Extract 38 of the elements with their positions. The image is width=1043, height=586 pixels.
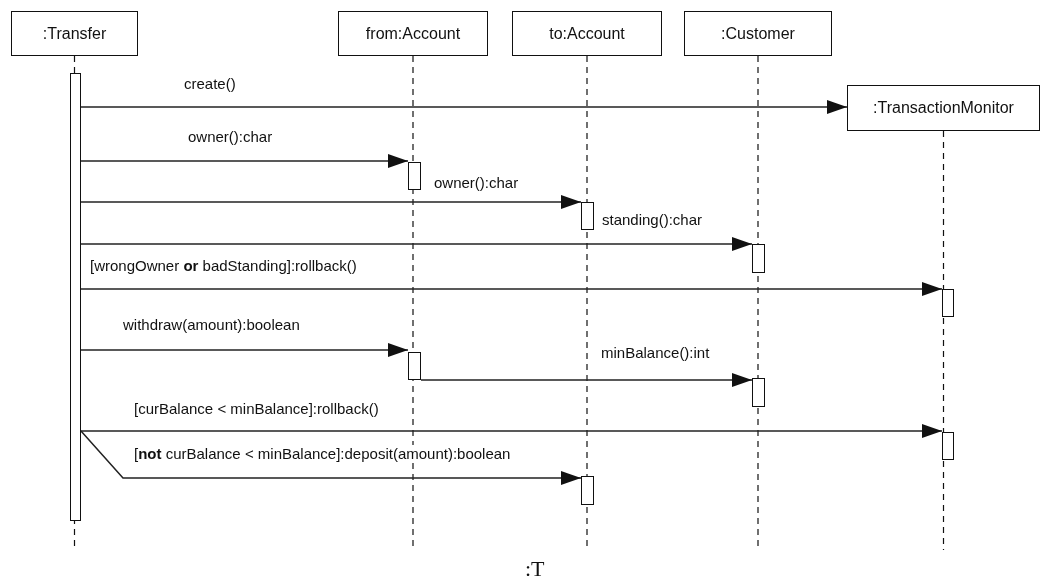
object-name: from:Account bbox=[365, 24, 461, 43]
object-name: to:Account bbox=[549, 24, 625, 43]
activation-bar bbox=[70, 73, 81, 521]
message-arrow bbox=[80, 343, 409, 357]
activation-bar bbox=[408, 162, 421, 190]
activation-bar bbox=[942, 289, 954, 317]
object-box bbox=[512, 11, 662, 56]
message-arrow bbox=[80, 195, 582, 209]
activation-bar bbox=[752, 244, 765, 273]
message-label: [not curBalance < minBalance]:deposit(amount):boolean bbox=[133, 445, 512, 463]
message-label: [curBalance < minBalance]:rollback() bbox=[133, 400, 380, 418]
message-arrow bbox=[80, 430, 582, 485]
object-box bbox=[684, 11, 832, 56]
message-arrow bbox=[420, 373, 753, 387]
message-label: minBalance():int bbox=[600, 344, 711, 362]
activation-bar bbox=[581, 202, 594, 230]
message-label: withdraw(amount):boolean bbox=[122, 316, 301, 334]
object-box bbox=[338, 11, 488, 56]
message-label: create() bbox=[183, 75, 237, 93]
message-arrow bbox=[80, 237, 753, 251]
activation-bar bbox=[752, 378, 765, 407]
activation-bar bbox=[408, 352, 421, 380]
message-arrow bbox=[80, 424, 943, 438]
object-box bbox=[847, 85, 1040, 131]
message-label: [wrongOwner or badStanding]:rollback() bbox=[89, 257, 358, 275]
object-box bbox=[11, 11, 138, 56]
object-name: :Customer bbox=[721, 24, 795, 43]
activation-bar bbox=[581, 476, 594, 505]
activation-bar bbox=[942, 432, 954, 460]
message-arrow bbox=[80, 100, 848, 114]
message-arrow bbox=[80, 282, 943, 296]
message-label: standing():char bbox=[601, 211, 704, 229]
object-name: :Transfer bbox=[42, 24, 107, 43]
object-name: :TransactionMonitor bbox=[873, 99, 1014, 117]
message-arrow bbox=[80, 154, 409, 168]
message-label: owner():char bbox=[187, 128, 274, 146]
message-label: owner():char bbox=[433, 174, 520, 192]
caption-text: :T bbox=[525, 556, 545, 582]
